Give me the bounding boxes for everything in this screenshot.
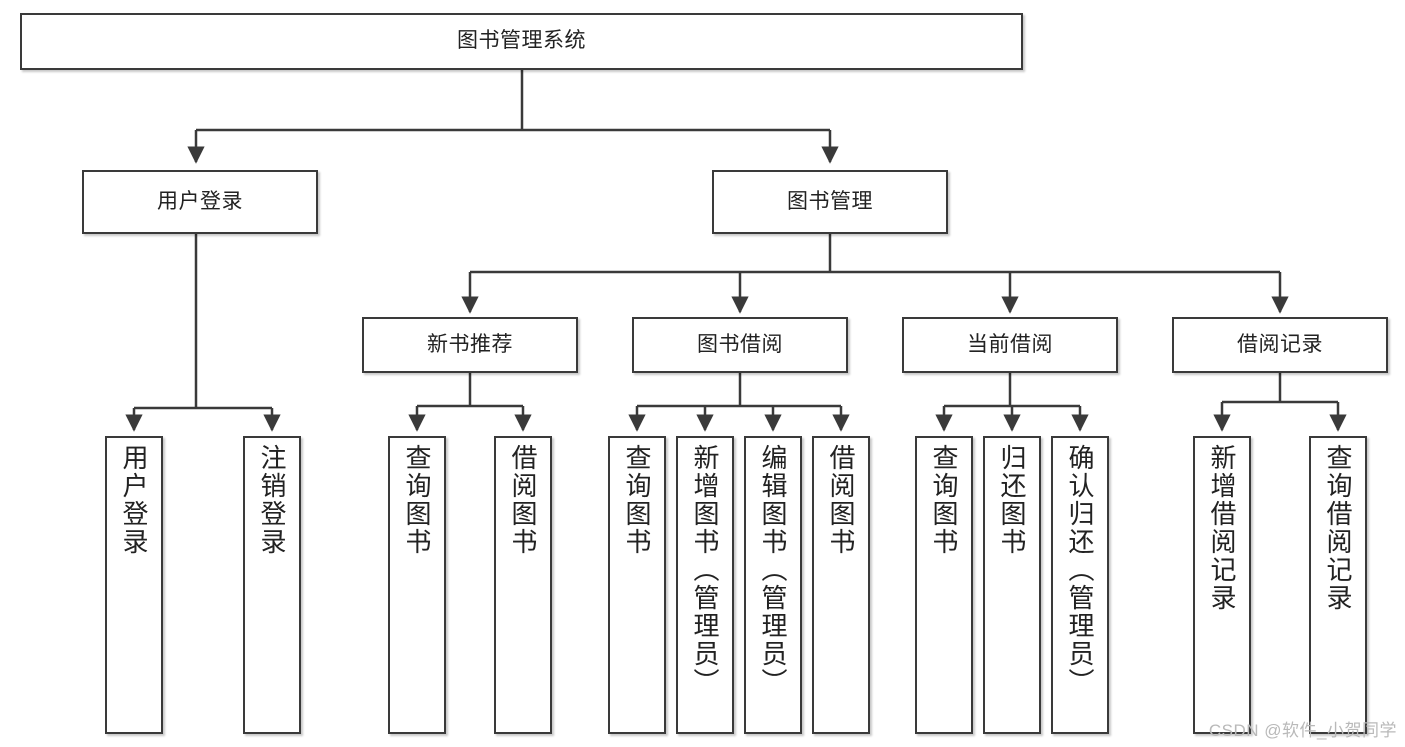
node-label: 查询图书 <box>402 444 432 556</box>
leaf-query-books-current[interactable]: 查询图书 <box>915 436 973 734</box>
node-label: 借阅图书 <box>508 444 538 556</box>
node-book-management[interactable]: 图书管理 <box>712 170 948 234</box>
node-borrowing-records[interactable]: 借阅记录 <box>1172 317 1388 373</box>
node-current-borrowing[interactable]: 当前借阅 <box>902 317 1118 373</box>
leaf-logout[interactable]: 注销登录 <box>243 436 301 734</box>
leaf-borrow-books-recommendation[interactable]: 借阅图书 <box>494 436 552 734</box>
node-label: 注销登录 <box>257 444 287 556</box>
node-label: 用户登录 <box>119 444 149 556</box>
node-label: 图书管理系统 <box>457 29 586 53</box>
node-label: 当前借阅 <box>967 332 1053 356</box>
node-label: 新书推荐 <box>427 332 513 356</box>
node-label: 新增图书（管理员） <box>690 444 720 696</box>
node-user-login[interactable]: 用户登录 <box>82 170 318 234</box>
node-label: 确认归还（管理员） <box>1065 444 1095 696</box>
leaf-edit-book-admin[interactable]: 编辑图书（管理员） <box>744 436 802 734</box>
node-book-borrowing[interactable]: 图书借阅 <box>632 317 848 373</box>
node-label: 图书借阅 <box>697 332 783 356</box>
leaf-user-login[interactable]: 用户登录 <box>105 436 163 734</box>
node-root-book-management-system[interactable]: 图书管理系统 <box>20 13 1023 70</box>
node-label: 图书管理 <box>787 189 873 213</box>
leaf-add-borrowing-record[interactable]: 新增借阅记录 <box>1193 436 1251 734</box>
node-label: 编辑图书（管理员） <box>758 444 788 696</box>
node-label: 归还图书 <box>997 444 1027 556</box>
leaf-query-books-borrowing[interactable]: 查询图书 <box>608 436 666 734</box>
leaf-add-book-admin[interactable]: 新增图书（管理员） <box>676 436 734 734</box>
node-new-book-recommendation[interactable]: 新书推荐 <box>362 317 578 373</box>
node-label: 用户登录 <box>157 189 243 213</box>
node-label: 借阅图书 <box>826 444 856 556</box>
node-label: 借阅记录 <box>1237 332 1323 356</box>
node-label: 查询图书 <box>622 444 652 556</box>
leaf-return-books[interactable]: 归还图书 <box>983 436 1041 734</box>
leaf-confirm-return-admin[interactable]: 确认归还（管理员） <box>1051 436 1109 734</box>
node-label: 查询图书 <box>929 444 959 556</box>
leaf-query-books-recommendation[interactable]: 查询图书 <box>388 436 446 734</box>
node-label: 查询借阅记录 <box>1323 444 1353 612</box>
leaf-borrow-books-borrowing[interactable]: 借阅图书 <box>812 436 870 734</box>
leaf-query-borrowing-record[interactable]: 查询借阅记录 <box>1309 436 1367 734</box>
node-label: 新增借阅记录 <box>1207 444 1237 612</box>
